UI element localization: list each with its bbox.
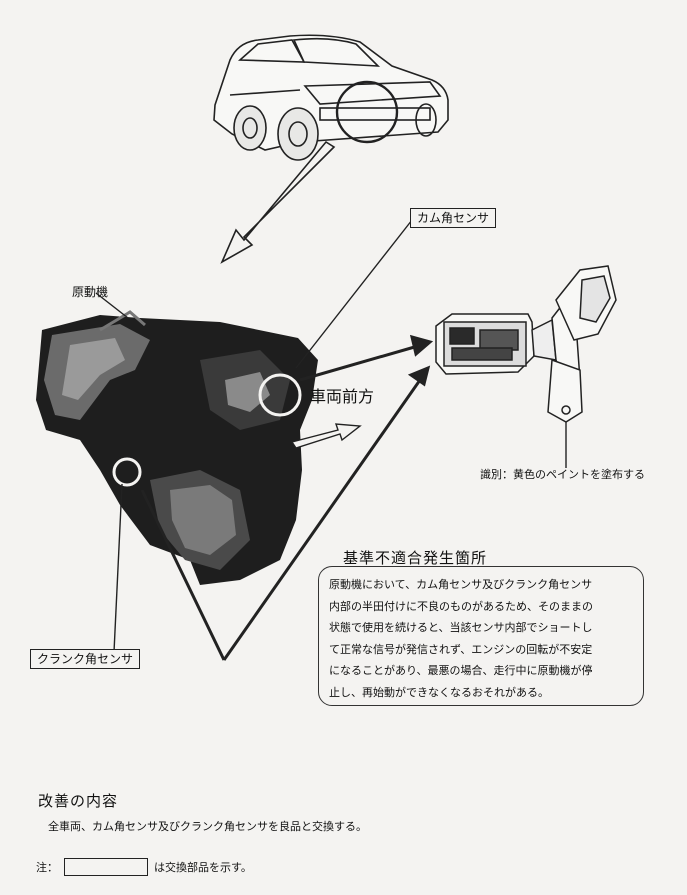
remedy-title: 改善の内容 (38, 792, 119, 810)
engine-to-sensor-arrows (140, 334, 434, 661)
leader-lines (95, 219, 567, 653)
defect-line: 原動機において、カム角センサ及びクランク角センサ (329, 578, 593, 591)
note-prefix: 注： (36, 861, 58, 874)
engine-image (36, 310, 318, 585)
engine-label: 原動機 (72, 285, 109, 299)
defect-location-title: 基準不適合発生箇所 (343, 549, 488, 567)
car-drawing (213, 34, 449, 161)
identification-label: 識別：黄色のペイントを塗布する (480, 468, 645, 481)
defect-line: 状態で使用を続けると、当該センサ内部でショートし (329, 621, 593, 634)
defect-line: 止し、再始動ができなくなるおそれがある。 (329, 685, 549, 699)
vehicle-front-arrow (290, 423, 362, 449)
note: 注： は交換部品を示す。 (36, 858, 252, 876)
note-legend-box (64, 858, 148, 876)
defect-description-box: 原動機において、カム角センサ及びクランク角センサ 内部の半田付けに不良のものがあ… (318, 566, 644, 706)
note-suffix: は交換部品を示す。 (154, 861, 252, 874)
car-to-engine-arrow (220, 140, 336, 264)
defect-line: て正常な信号が発信されず、エンジンの回転が不安定 (329, 642, 593, 656)
defect-line: 内部の半田付けに不良のものがあるため、そのままの (329, 599, 593, 613)
remedy-body: 全車両、カム角センサ及びクランク角センサを良品と交換する。 (48, 820, 367, 833)
cam-angle-sensor-label: カム角センサ (410, 208, 497, 229)
vehicle-front-label: 車両前方 (310, 387, 375, 406)
defect-line: になることがあり、最悪の場合、走行中に原動機が停 (329, 664, 593, 677)
sensor-drawing (435, 265, 617, 423)
crank-angle-sensor-label: クランク角センサ (30, 649, 141, 670)
